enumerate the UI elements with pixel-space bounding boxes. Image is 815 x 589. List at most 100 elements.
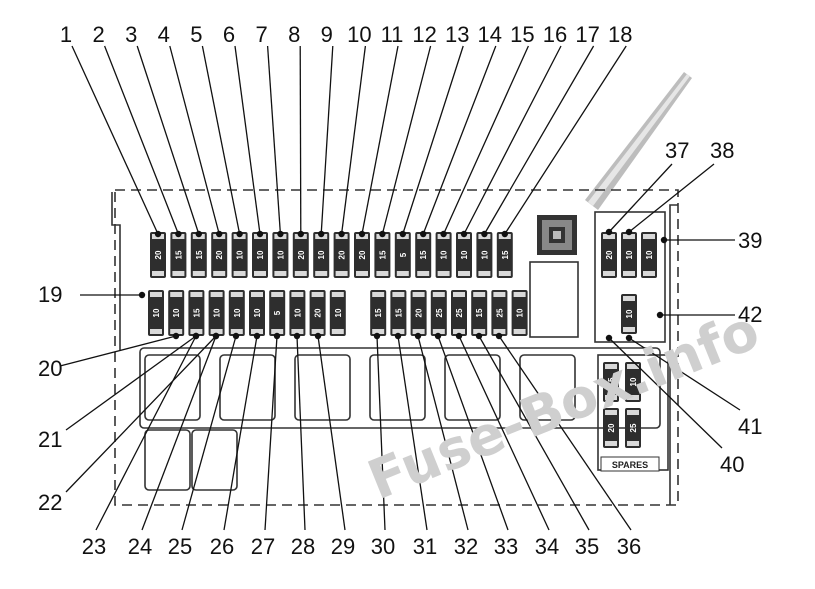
fuse-row1-2: 15 (170, 232, 187, 278)
fuse-right-row2-2-cap (623, 296, 635, 301)
callout-14-dot (420, 230, 427, 238)
callout-12-leader (381, 45, 432, 235)
callout-29-leader (317, 335, 346, 531)
fuse-row2-4: 10 (208, 290, 225, 336)
callout-7: 7 (255, 22, 267, 47)
fuse-spare-1-cap-bottom (605, 395, 617, 400)
fuse-right-row1-2-cap (623, 234, 635, 239)
callout-32: 32 (454, 534, 478, 559)
callout-5-dot (236, 230, 243, 238)
callout-40: 40 (720, 452, 744, 477)
callout-1: 1 (60, 22, 72, 47)
fuse-row2-10-rating: 10 (334, 308, 343, 317)
callout-36-leader (498, 335, 632, 531)
fuse-row2-19-rating: 10 (516, 308, 525, 317)
fuse-row1-6: 10 (252, 232, 268, 278)
fuse-row2-13-cap-bottom (392, 329, 405, 334)
fuse-row2-3-cap-bottom (190, 329, 203, 334)
fuse-row2-15-cap-bottom (432, 329, 445, 334)
fuse-row2-13-rating: 15 (394, 308, 403, 317)
callout-16-leader (463, 45, 562, 235)
fuse-row2-16: 25 (451, 290, 467, 336)
fuse-row2-12-body (370, 290, 387, 336)
callout-37-dot (605, 228, 613, 236)
fuse-row2-16-body (451, 290, 467, 336)
callout-4-leader (169, 45, 220, 235)
callout-38-leader (628, 163, 715, 233)
callout-23: 23 (82, 534, 106, 559)
fuse-row2-13-cap (392, 292, 405, 297)
fuse-row2-6: 10 (249, 290, 265, 336)
fuse-row1-9: 10 (313, 232, 330, 278)
fuse-row2-10-cap (331, 292, 344, 297)
callout-27: 27 (251, 534, 275, 559)
callout-30-dot (373, 332, 381, 340)
callout-29: 29 (331, 534, 355, 559)
fuse-row2-17-body (471, 290, 488, 336)
callout-20-dot (172, 332, 180, 340)
fuse-right-row1-3-cap-bottom (643, 271, 655, 276)
fuse-row2-8-cap (291, 292, 304, 297)
fuse-row1-11-cap-bottom (356, 271, 368, 276)
fuse-row2-13-body (390, 290, 407, 336)
fuse-right-row2-2-rating: 10 (625, 309, 634, 318)
fuse-row2-9-rating: 20 (314, 308, 323, 317)
callout-7-dot (277, 230, 284, 238)
fuse-spare-2: 10 (625, 362, 641, 402)
callout-41-leader (628, 337, 741, 411)
fuse-row2-14-cap-bottom (412, 329, 425, 334)
callout-2-dot (175, 230, 182, 238)
fuse-row2-7-rating: 5 (273, 310, 282, 315)
fuse-row2-9: 20 (309, 290, 326, 336)
fuse-right-row1-2: 10 (621, 232, 637, 278)
fuse-row1-3-cap-bottom (192, 271, 205, 276)
fuse-row2-18-cap (493, 292, 506, 297)
callout-9: 9 (321, 22, 333, 47)
fuse-row1-12-body (374, 232, 391, 278)
fuse-row2-4-body (208, 290, 225, 336)
callout-42: 42 (738, 302, 762, 327)
callout-37-leader (608, 163, 673, 233)
callout-14-leader (422, 45, 497, 235)
fuse-row2-15-rating: 25 (435, 308, 444, 317)
fuse-spare-4-body (625, 408, 641, 448)
fuse-row1-2-cap-bottom (172, 271, 185, 276)
fuse-spare-4-cap-bottom (627, 441, 639, 446)
fuse-row2-17-cap (473, 292, 486, 297)
fuse-row2-8-rating: 10 (293, 308, 302, 317)
callout-26: 26 (210, 534, 234, 559)
fuse-right-row1-1-body (601, 232, 617, 278)
callout-13-leader (402, 45, 464, 235)
callout-14: 14 (478, 22, 502, 47)
fuse-row2-13: 15 (390, 290, 407, 336)
fuse-right-row1-2-body (621, 232, 637, 278)
callout-40-dot (605, 334, 613, 342)
fuse-row2-14-cap (412, 292, 425, 297)
callout-21: 21 (38, 427, 62, 452)
callout-21-dot (192, 332, 200, 340)
fuse-row2-9-cap (311, 292, 324, 297)
fuse-row1-5: 10 (231, 232, 248, 278)
fuse-row1-5-rating: 10 (236, 250, 245, 259)
fuse-row2-6-cap (251, 292, 263, 297)
callout-16-dot (460, 230, 468, 238)
fuse-right-row1-1: 20 (601, 232, 617, 278)
fuse-spare-2-cap-bottom (627, 395, 639, 400)
callout-31-leader (397, 335, 428, 531)
callout-19-dot (138, 291, 146, 299)
fuse-row2-4-cap (210, 292, 223, 297)
fuse-row1-17-cap-bottom (478, 271, 491, 276)
callout-29-dot (314, 332, 322, 340)
fuse-row2-8: 10 (289, 290, 306, 336)
callout-33: 33 (494, 534, 518, 559)
fuse-row1-8-rating: 20 (297, 250, 306, 259)
fuse-row2-18-body (491, 290, 508, 336)
callout-1-leader (71, 45, 159, 235)
fuse-spare-2-body (625, 362, 641, 402)
fuse-row1-1-rating: 20 (154, 250, 163, 259)
fuse-row1-11-rating: 20 (358, 250, 367, 259)
fuse-row1-17-rating: 10 (480, 250, 489, 259)
fuse-row1-9-rating: 10 (317, 250, 326, 259)
fuse-row2-12: 15 (370, 290, 387, 336)
